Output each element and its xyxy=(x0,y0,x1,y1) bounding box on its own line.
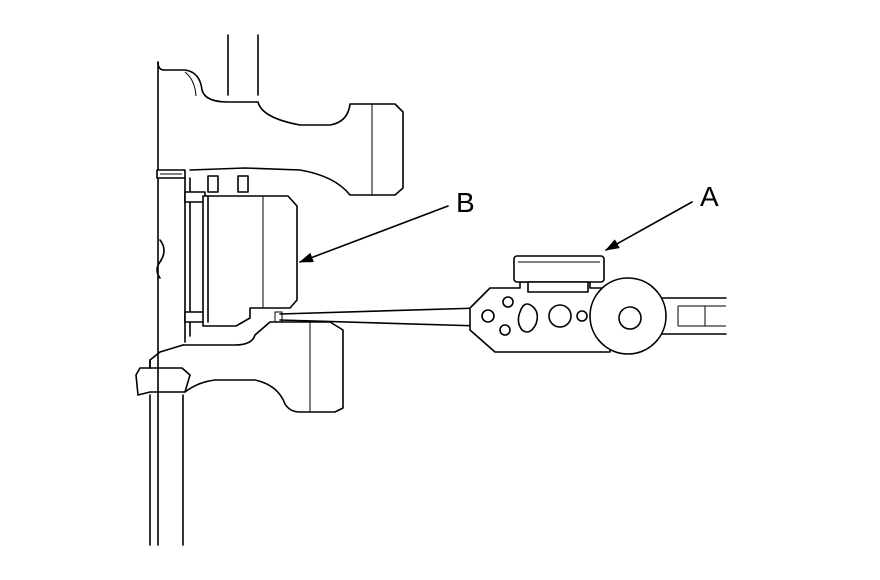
callout-arrow-a xyxy=(605,201,693,251)
callout-label-b: B xyxy=(456,187,475,218)
feeler-gauge-blade xyxy=(274,307,481,327)
clutch-piston-b xyxy=(202,195,298,327)
callout-label-a: A xyxy=(700,181,719,212)
main-shaft xyxy=(149,61,184,546)
dial-indicator-a xyxy=(469,255,667,355)
upper-housing xyxy=(163,34,404,196)
indicator-handle xyxy=(661,297,727,335)
snap-ring xyxy=(156,169,186,179)
callout-arrow-b xyxy=(299,205,449,263)
lower-housing xyxy=(135,321,344,413)
clutch-plate-stack xyxy=(156,175,249,343)
